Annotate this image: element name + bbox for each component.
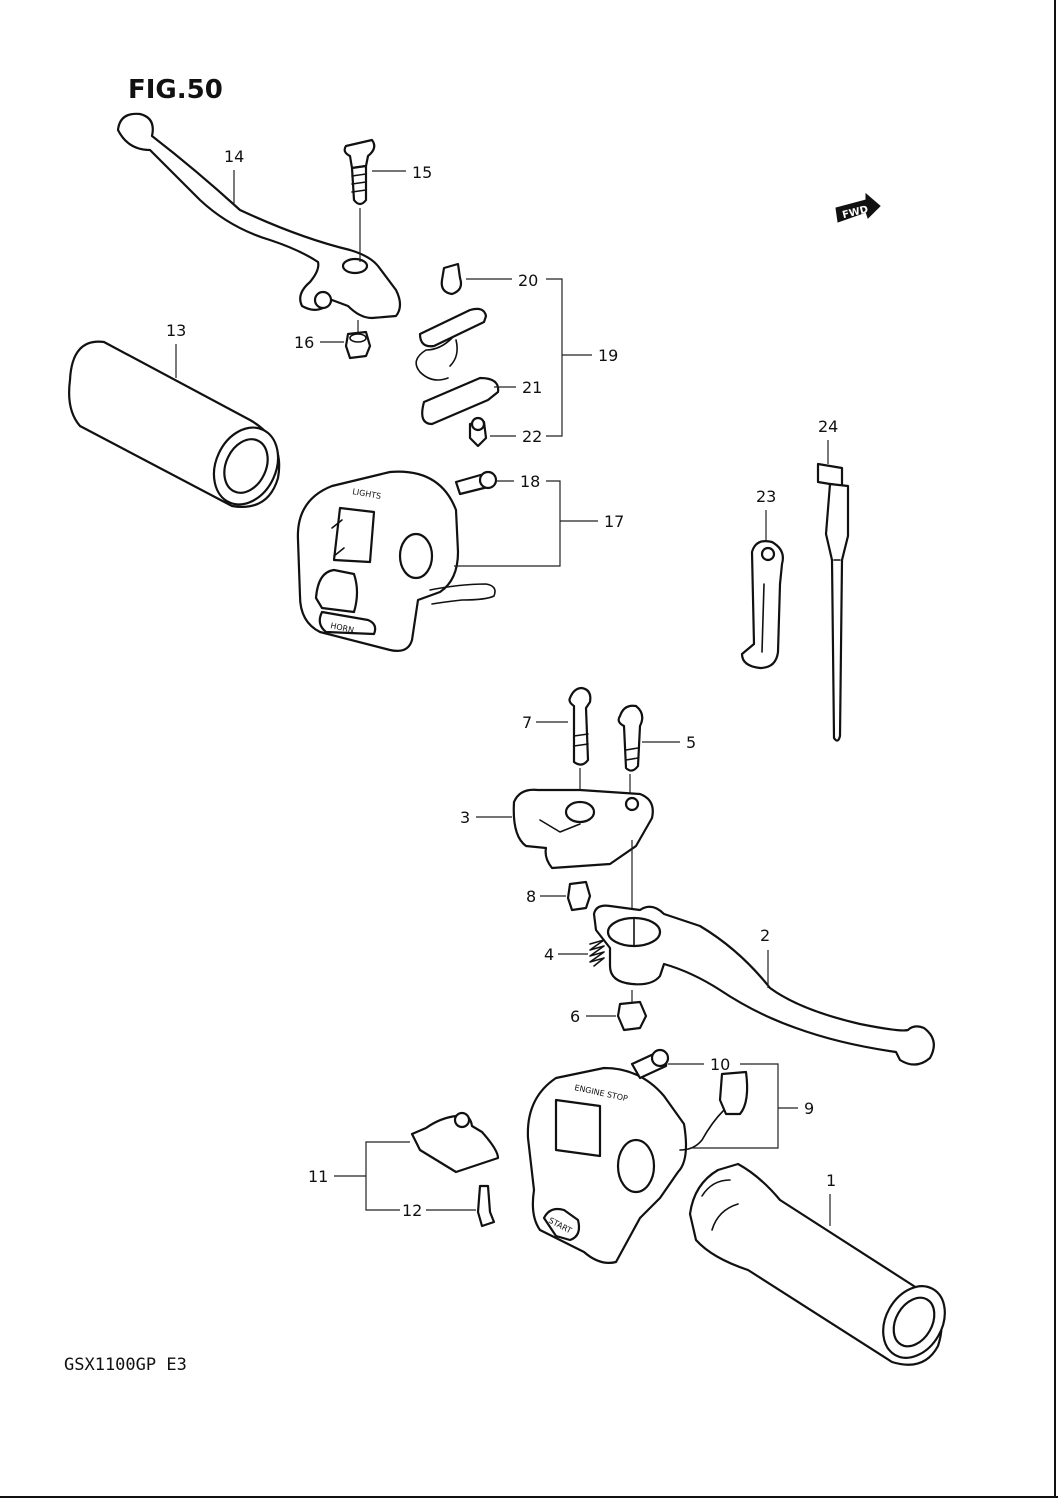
svg-text:20: 20 xyxy=(518,271,538,290)
svg-text:18: 18 xyxy=(520,472,540,491)
left-handlebar-switch: LIGHTS HORN xyxy=(296,470,498,652)
callout-14: 14 xyxy=(224,147,244,206)
callout-8: 8 xyxy=(526,887,566,906)
svg-text:3: 3 xyxy=(460,808,470,827)
callout-20: 20 xyxy=(466,271,538,290)
svg-text:23: 23 xyxy=(756,487,776,506)
callout-21: 21 xyxy=(494,378,542,397)
callout-13: 13 xyxy=(166,321,186,378)
switch-cover xyxy=(421,376,500,426)
callout-16: 16 xyxy=(294,333,344,352)
callout-19: 19 xyxy=(546,278,618,437)
clutch-lever xyxy=(116,112,402,320)
callout-23: 23 xyxy=(756,487,776,540)
callout-18: 18 xyxy=(496,472,540,491)
svg-text:10: 10 xyxy=(710,1055,730,1074)
clutch-switch-assembly xyxy=(415,262,500,448)
svg-text:7: 7 xyxy=(522,713,532,732)
svg-text:9: 9 xyxy=(804,1099,814,1118)
callout-7: 7 xyxy=(522,713,568,732)
svg-text:19: 19 xyxy=(598,346,618,365)
cable-tie xyxy=(816,462,850,742)
callout-2: 2 xyxy=(760,926,770,988)
lever-nut xyxy=(344,320,372,360)
callout-12: 12 xyxy=(402,1201,476,1220)
svg-text:16: 16 xyxy=(294,333,314,352)
callout-6: 6 xyxy=(570,1007,616,1026)
callout-17: 17 xyxy=(454,480,624,567)
svg-text:11: 11 xyxy=(308,1167,328,1186)
callout-15: 15 xyxy=(372,163,432,182)
left-handlebar-grip xyxy=(68,340,281,508)
svg-text:1: 1 xyxy=(826,1171,836,1190)
callout-11: 11 xyxy=(308,1141,410,1211)
svg-text:5: 5 xyxy=(686,733,696,752)
cable-clamp xyxy=(740,540,784,670)
switch-terminal xyxy=(440,262,463,296)
forward-arrow-icon: FWD xyxy=(835,192,881,223)
svg-text:13: 13 xyxy=(166,321,186,340)
right-handlebar-switch: ENGINE STOP START xyxy=(526,1048,749,1264)
callout-3: 3 xyxy=(460,808,512,827)
svg-text:17: 17 xyxy=(604,512,624,531)
lever-bracket xyxy=(512,788,654,916)
svg-text:6: 6 xyxy=(570,1007,580,1026)
lever-spring xyxy=(589,939,605,967)
callout-5: 5 xyxy=(642,733,696,752)
callout-22: 22 xyxy=(490,427,542,446)
lever-pivot-nut xyxy=(616,990,648,1032)
svg-text:24: 24 xyxy=(818,417,838,436)
svg-text:14: 14 xyxy=(224,147,244,166)
svg-text:21: 21 xyxy=(522,378,542,397)
brake-light-switch xyxy=(410,1111,500,1174)
model-code: GSX1100GP E3 xyxy=(64,1355,187,1375)
brake-lever xyxy=(592,904,935,1066)
figure-title: FIG.50 xyxy=(128,75,223,105)
callout-4: 4 xyxy=(544,945,588,964)
svg-text:2: 2 xyxy=(760,926,770,945)
svg-text:12: 12 xyxy=(402,1201,422,1220)
svg-text:4: 4 xyxy=(544,945,554,964)
brake-lever-bolt-large xyxy=(568,686,592,800)
lever-pivot-bolt xyxy=(343,138,376,262)
svg-text:8: 8 xyxy=(526,887,536,906)
bracket-nut xyxy=(566,880,592,912)
throttle-grip xyxy=(688,1162,946,1366)
brake-lever-bolt-small xyxy=(617,704,644,800)
brake-switch-screw xyxy=(476,1184,496,1228)
svg-text:22: 22 xyxy=(522,427,542,446)
callout-24: 24 xyxy=(818,417,838,464)
callout-1: 1 xyxy=(826,1171,836,1226)
callout-9: 9 xyxy=(690,1063,814,1149)
callout-10: 10 xyxy=(668,1055,730,1074)
svg-text:15: 15 xyxy=(412,163,432,182)
